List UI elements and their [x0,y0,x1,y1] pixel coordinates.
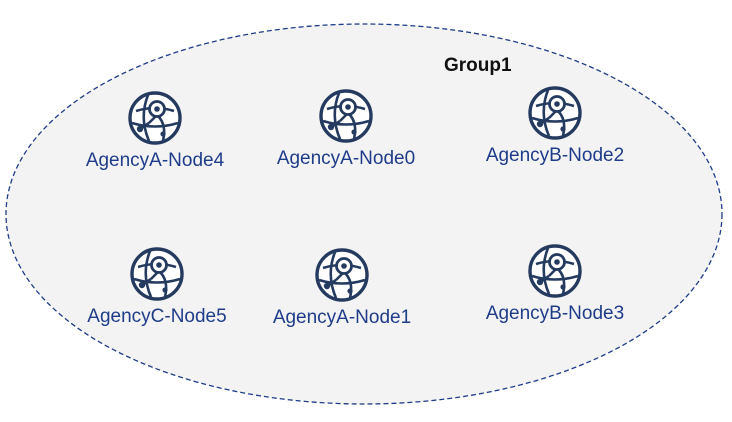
node-label: AgencyA-Node4 [85,150,225,171]
network-globe-icon [127,90,183,146]
group-ellipse [5,23,723,405]
group-title: Group1 [444,55,512,76]
node-agencya-node1[interactable]: AgencyA-Node1 [242,247,442,347]
node-label: AgencyA-Node1 [272,307,412,328]
node-label: AgencyB-Node3 [485,303,625,324]
node-agencya-node0[interactable]: AgencyA-Node0 [246,88,446,188]
network-globe-icon [527,85,583,141]
node-label: AgencyC-Node5 [87,306,227,327]
network-globe-icon [318,88,374,144]
node-agencyb-node2[interactable]: AgencyB-Node2 [455,85,655,185]
node-label: AgencyA-Node0 [276,148,416,169]
node-agencya-node4[interactable]: AgencyA-Node4 [55,90,255,190]
network-globe-icon [129,246,185,302]
network-globe-icon [527,243,583,299]
node-agencyb-node3[interactable]: AgencyB-Node3 [455,243,655,343]
network-globe-icon [314,247,370,303]
node-label: AgencyB-Node2 [485,145,625,166]
node-agencyc-node5[interactable]: AgencyC-Node5 [57,246,257,346]
